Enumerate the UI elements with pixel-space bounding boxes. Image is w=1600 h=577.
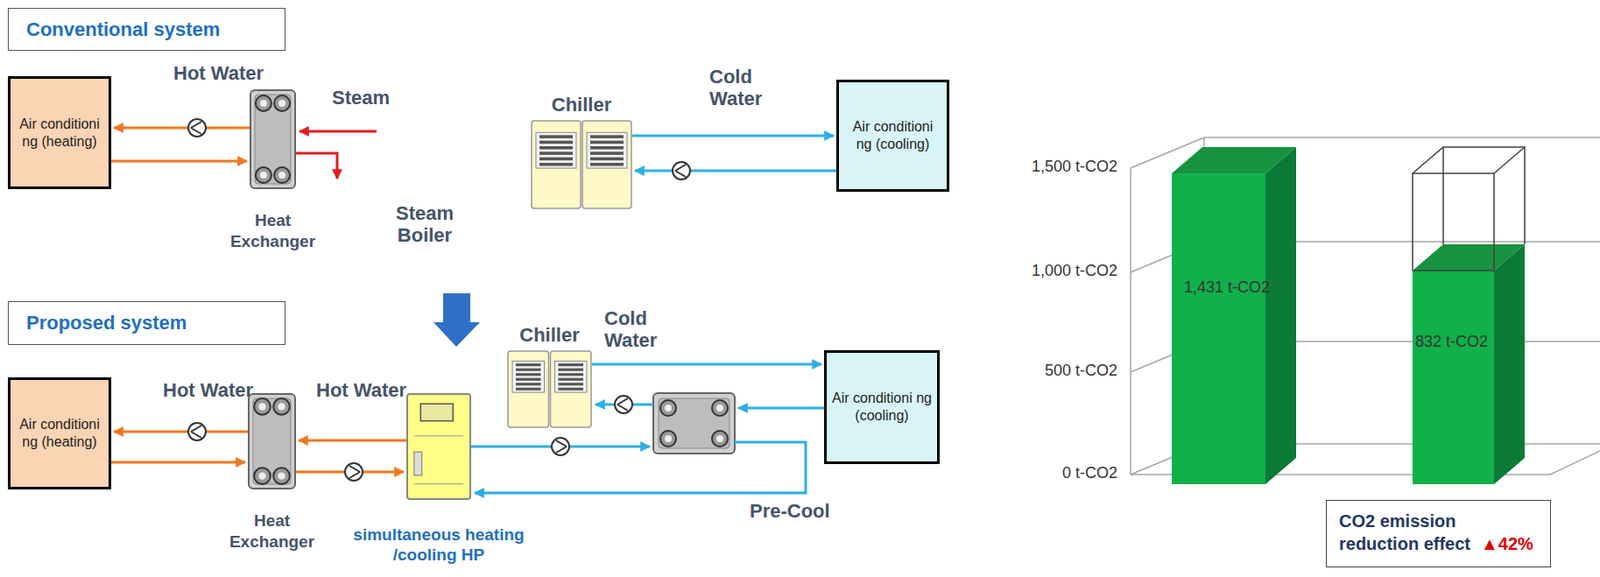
flow-label: Cold Water (604, 308, 701, 352)
heat-pump: simultaneous heating /cooling HP (406, 393, 472, 501)
flow-label: Hot Water (162, 380, 260, 402)
equipment-icon (530, 119, 633, 210)
steam-in (299, 130, 377, 134)
equipment-icon (249, 89, 297, 190)
node-text: Chiller (519, 324, 579, 347)
pump-symbol (345, 463, 363, 481)
node-text: Heat Exchanger (224, 510, 321, 553)
precool-heat-exchanger (653, 393, 735, 454)
pipe-connector (113, 126, 250, 130)
pipe-connector (634, 169, 837, 173)
pipe-connector (298, 439, 407, 443)
heat-exchanger: Heat Exchanger (249, 89, 297, 190)
axis-label: 1,500 t-CO2 (968, 157, 1118, 176)
pump-symbol (188, 422, 206, 441)
system-heading: Conventional system (7, 7, 286, 51)
value-label: 832 t-CO2 (1415, 332, 1488, 351)
pump-symbol (672, 162, 691, 180)
axis-label: 0 t-CO2 (968, 464, 1118, 482)
result-box: CO2 emission reduction effect ▲42% (1325, 500, 1551, 568)
node-text: Conventional system (26, 18, 220, 42)
pump-symbol (614, 395, 633, 414)
equipment-icon (507, 350, 593, 429)
axis-label: 1,000 t-CO2 (968, 261, 1118, 280)
equipment-icon (247, 393, 297, 490)
pipe-connector (632, 134, 834, 138)
heating-unit: Air conditioni ng (heating) (7, 76, 112, 190)
heating-unit: Air conditioni ng (heating) (7, 377, 112, 490)
pump-symbol (551, 437, 570, 456)
node-text: Air conditioni ng (cooling) (831, 389, 932, 425)
bar (1171, 147, 1297, 485)
equipment-icon (406, 393, 472, 501)
node-text: Air conditioni ng (cooling) (844, 118, 942, 154)
heat-exchanger: Heat Exchanger (247, 393, 297, 490)
cooling-unit: Air conditioni ng (cooling) (836, 79, 950, 192)
pipe-connector (592, 363, 822, 367)
precool-return (474, 442, 806, 494)
node-text: simultaneous heating /cooling HP (351, 525, 527, 566)
node-text: CO2 emission reduction effect (1339, 511, 1471, 554)
node-text: Chiller (551, 93, 612, 117)
pump-symbol (188, 119, 206, 137)
bar (1412, 244, 1525, 485)
cooling-unit: Air conditioni ng (cooling) (824, 350, 940, 465)
axis-label: 500 t-CO2 (968, 361, 1118, 380)
pipe-connector (111, 461, 246, 465)
pipe-connector (113, 430, 248, 434)
flow-label: Hot Water (173, 63, 270, 85)
steam-out (296, 153, 338, 179)
flow-label: Cold Water (709, 66, 806, 110)
transition-arrow (433, 293, 480, 347)
node-text: Air conditioni ng (heating) (15, 415, 104, 452)
value-label: 1,431 t-CO2 (1184, 278, 1270, 297)
node-text: ▲42% (1480, 534, 1534, 554)
system-heading: Proposed system (7, 301, 286, 346)
node-text: Heat Exchanger (225, 210, 322, 253)
chiller: Chiller (530, 119, 633, 210)
flow-label: Steam (331, 87, 390, 110)
reduced-outline (1412, 147, 1525, 271)
flow-label: Pre-Cool (749, 500, 831, 523)
flow-label: Steam Boiler (376, 203, 473, 247)
node-text: Air conditioni ng (heating) (15, 115, 104, 151)
flow-label: Hot Water (316, 380, 413, 402)
cooling-return (738, 407, 825, 410)
chiller: Chiller (507, 350, 593, 429)
pipe-connector (111, 160, 247, 163)
node-text: Proposed system (26, 311, 187, 335)
